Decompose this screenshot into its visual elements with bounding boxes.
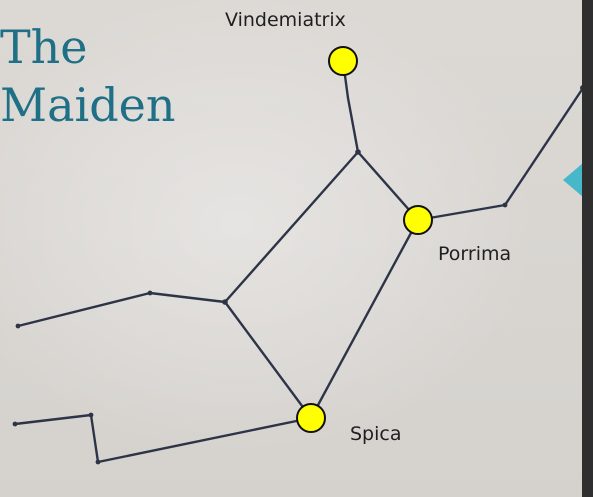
spica-label: Spica: [350, 423, 402, 445]
constellation-line-central: [225, 220, 418, 418]
minor-star-node: [222, 299, 228, 305]
porrima-star: [404, 206, 432, 234]
minor-star-node: [503, 203, 508, 208]
constellation-line-right-arm: [358, 88, 583, 220]
porrima-label: Porrima: [438, 243, 511, 265]
constellation-line-left-arm: [18, 152, 358, 326]
triangle-left-icon: [563, 163, 583, 197]
vindemiatrix-star: [329, 47, 357, 75]
right-edge-panel: [582, 0, 593, 497]
minor-star-node: [16, 324, 21, 329]
minor-star-node: [96, 460, 101, 465]
minor-star-node: [148, 291, 153, 296]
constellation-line-lower: [15, 415, 311, 462]
minor-star-node: [89, 413, 94, 418]
minor-star-node: [355, 149, 361, 155]
vindemiatrix-label: Vindemiatrix: [225, 9, 346, 31]
spica-star: [297, 404, 325, 432]
minor-star-node: [13, 422, 18, 427]
